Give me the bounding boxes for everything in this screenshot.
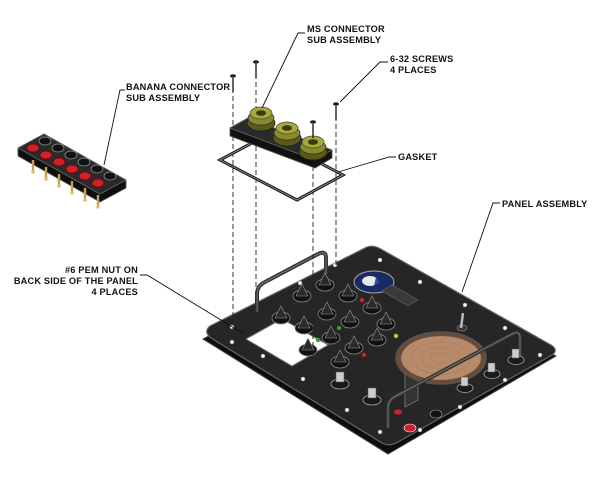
rotary-knobs bbox=[271, 272, 399, 369]
gasket-label: GASKET bbox=[398, 152, 438, 162]
callout-banana: BANANA CONNECTOR SUB ASSEMBLY bbox=[126, 82, 230, 103]
brass-terminals bbox=[31, 160, 100, 206]
ms-connector-label-line1: MS CONNECTOR bbox=[307, 24, 385, 34]
banana-label-line2: SUB ASSEMBLY bbox=[126, 93, 200, 103]
front-banana-jacks bbox=[394, 409, 443, 433]
panel-assembly bbox=[201, 245, 558, 455]
pem-nut-label-line2: BACK SIDE OF THE PANEL bbox=[14, 276, 138, 286]
speaker-grille bbox=[395, 331, 487, 385]
pem-nut-label-line3: 4 PLACES bbox=[91, 287, 138, 297]
panel-label: PANEL ASSEMBLY bbox=[502, 199, 588, 209]
front-connectors bbox=[330, 348, 525, 433]
toggle-switch bbox=[456, 312, 468, 332]
ms-connector-2 bbox=[272, 121, 302, 147]
banana-jacks-red bbox=[26, 143, 105, 188]
ms-connector-1 bbox=[246, 106, 276, 132]
mounting-holes bbox=[229, 257, 543, 435]
screws-label-line2: 4 PLACES bbox=[390, 65, 437, 75]
logo-badge bbox=[353, 270, 419, 307]
callout-panel: PANEL ASSEMBLY bbox=[502, 199, 588, 209]
banana-connector-subassembly bbox=[17, 133, 127, 209]
banana-label-line1: BANANA CONNECTOR bbox=[126, 82, 230, 92]
pem-nut-label-line1: #6 PEM NUT ON bbox=[65, 265, 138, 275]
screws-label-line1: 6-32 SCREWS bbox=[390, 54, 453, 64]
callout-ms-connector: MS CONNECTOR SUB ASSEMBLY bbox=[307, 24, 385, 45]
screws bbox=[230, 60, 339, 138]
ms-connector-3 bbox=[298, 135, 328, 161]
banana-jacks-black bbox=[38, 136, 117, 181]
screw-2 bbox=[253, 60, 259, 78]
screw-4 bbox=[333, 102, 339, 120]
screw-3 bbox=[310, 120, 316, 138]
screw-1 bbox=[230, 74, 236, 92]
callout-gasket: GASKET bbox=[398, 152, 438, 162]
ms-connector-subassembly bbox=[229, 106, 333, 169]
indicator-leds bbox=[315, 297, 399, 358]
callout-screws: 6-32 SCREWS 4 PLACES bbox=[390, 54, 453, 75]
leader-lines bbox=[103, 32, 500, 335]
callout-pem-nut: #6 PEM NUT ON BACK SIDE OF THE PANEL 4 P… bbox=[14, 265, 138, 297]
ms-connector-label-line2: SUB ASSEMBLY bbox=[307, 35, 381, 45]
